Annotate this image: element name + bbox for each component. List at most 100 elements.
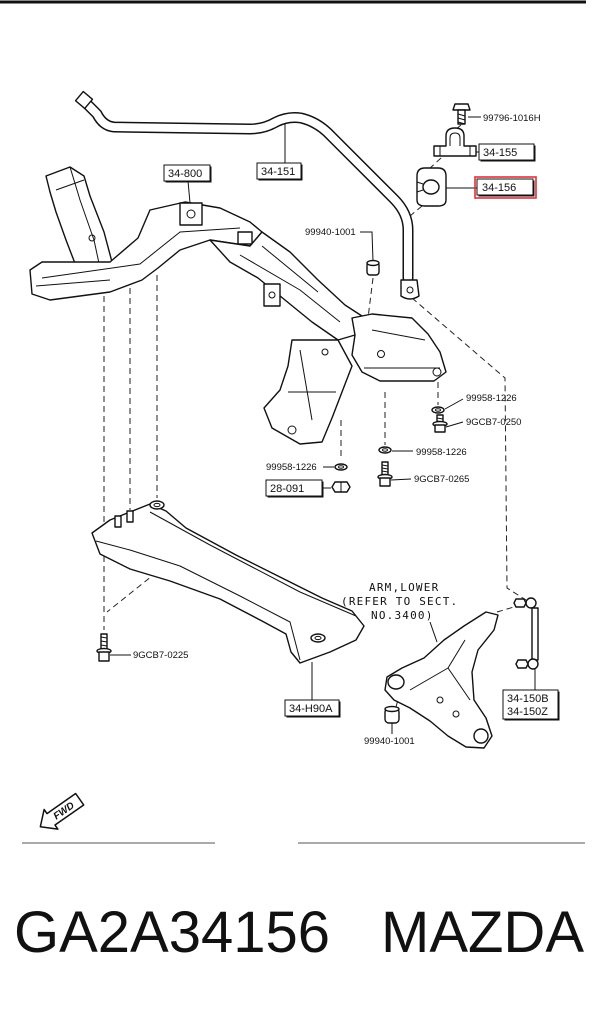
member-mount-hole [314, 635, 322, 641]
label-99940-1001-upper: 99940-1001 [305, 227, 356, 238]
bolt-head [379, 477, 391, 487]
stabilizer-bar-end-clamp [74, 90, 94, 110]
bolt-9gcb7-0225 [96, 633, 112, 662]
label-box-frame [265, 479, 323, 497]
label-box-34-h90a: 34-H90A [284, 699, 341, 718]
leader-line [429, 621, 438, 643]
washer-ring [378, 446, 392, 454]
leader-line [187, 180, 191, 204]
washer-ring [334, 463, 348, 471]
label-box-frame [256, 162, 302, 180]
crossmember-detail [364, 329, 440, 369]
bushing-99940-1001-upper [366, 259, 380, 276]
label-9gcb7-0225: 9GCB7-0225 [133, 650, 188, 661]
lower-arm-hole [452, 710, 460, 718]
crossmember-hole [186, 209, 196, 219]
bolt-99796-1016h [452, 103, 471, 125]
label-box-34-150: 34-150B 34-150Z [502, 689, 560, 721]
bolt-thread [381, 464, 389, 473]
lower-arm-ball-joint [473, 728, 489, 744]
link-upper-nut [513, 598, 527, 608]
lower-arm-front-boss [387, 674, 405, 690]
dash-line [106, 571, 158, 613]
crossmember-right-pad [351, 313, 447, 382]
bolt-thread [100, 636, 108, 647]
fwd-arrow-shape [39, 792, 85, 830]
label-9gcb7-0265: 9GCB7-0265 [414, 474, 469, 485]
label-28-091: 28-091 [270, 483, 304, 495]
crossmember-hole [268, 291, 276, 299]
lower-arm-hole [436, 696, 444, 704]
stabilizer-bar-fill [82, 99, 412, 282]
member-mount-ring [310, 633, 326, 643]
washer-hole [382, 448, 388, 452]
bolt-head [98, 651, 110, 662]
label-box-28-091: 28-091 [265, 479, 324, 498]
label-box-frame [476, 178, 534, 196]
crossmember-detail [288, 349, 336, 421]
label-99958-1226-center: 99958-1226 [416, 447, 467, 458]
crossmember-bracket [179, 202, 203, 226]
nut-28-091 [331, 481, 351, 493]
label-34-156: 34-156 [482, 182, 516, 194]
bolt-thread [457, 113, 466, 125]
label-99958-1226-left: 99958-1226 [266, 462, 317, 473]
member-ridge [149, 511, 357, 617]
arm-note-line-3: NO.3400) [371, 609, 434, 622]
bushing-slit [416, 181, 424, 193]
label-34-800: 34-800 [168, 168, 202, 180]
bolt-9gcb7-0250 [432, 414, 448, 433]
label-box-34-151: 34-151 [256, 162, 303, 181]
fwd-arrow-icon: FWD [39, 792, 85, 830]
arm-note-line-1: ARM,LOWER [369, 581, 439, 594]
leader-line [445, 421, 464, 428]
stabilizer-bar-end-hole [406, 286, 414, 294]
lower-arm-body [384, 611, 499, 749]
washer-99958-1226-left [334, 463, 348, 471]
label-box-34-800: 34-800 [163, 164, 212, 183]
member-stud [114, 515, 122, 528]
stabilizer-link-34-150 [513, 597, 539, 670]
label-34-150z: 34-150Z [507, 706, 548, 718]
crossmember-bracket [237, 231, 253, 245]
label-box-frame [502, 689, 559, 720]
dash-line [367, 277, 374, 319]
bushing-top [366, 259, 380, 267]
label-99958-1226-right: 99958-1226 [466, 393, 517, 404]
leader-line [360, 231, 374, 262]
washer-hole [338, 465, 344, 469]
bolt-shaft [457, 109, 466, 125]
label-box-34-156: 34-156 [474, 176, 537, 199]
crossmember-detail [239, 245, 341, 323]
member-flange [95, 540, 301, 661]
crossmember-hole [287, 425, 297, 435]
dash-line [409, 205, 423, 217]
label-99940-1001-lower: 99940-1001 [364, 736, 415, 747]
label-34-155: 34-155 [483, 147, 517, 159]
crossmember-hole [377, 350, 385, 358]
washer-ring [431, 406, 445, 414]
crossmember-detail [35, 227, 241, 287]
bolt-head [452, 103, 471, 111]
label-box-frame [163, 164, 211, 182]
crossmember-detail [55, 166, 101, 269]
crossmember-diagonal-member [209, 231, 366, 341]
member-34-h90a [91, 500, 365, 664]
lower-arm [384, 611, 499, 749]
label-99796-1016h: 99796-1016H [483, 113, 541, 124]
crossmember-hole [88, 234, 96, 242]
caption-brand: MAZDA [381, 900, 584, 965]
bracket-detail [439, 132, 471, 156]
bolt-9gcb7-0265 [377, 461, 393, 487]
label-9gcb7-0250: 9GCB7-0250 [466, 417, 521, 428]
link-lower-nut [515, 659, 529, 669]
label-34-h90a: 34-H90A [289, 703, 333, 715]
crossmember-bracket [263, 283, 281, 307]
caption-part-number: GA2A34156 [14, 900, 330, 965]
washer-99958-1226-center [378, 446, 392, 454]
bushing-top [384, 705, 400, 713]
dash-line [454, 124, 462, 131]
leader-line [444, 398, 464, 410]
dash-line [411, 297, 527, 601]
leader-lines [110, 116, 536, 734]
